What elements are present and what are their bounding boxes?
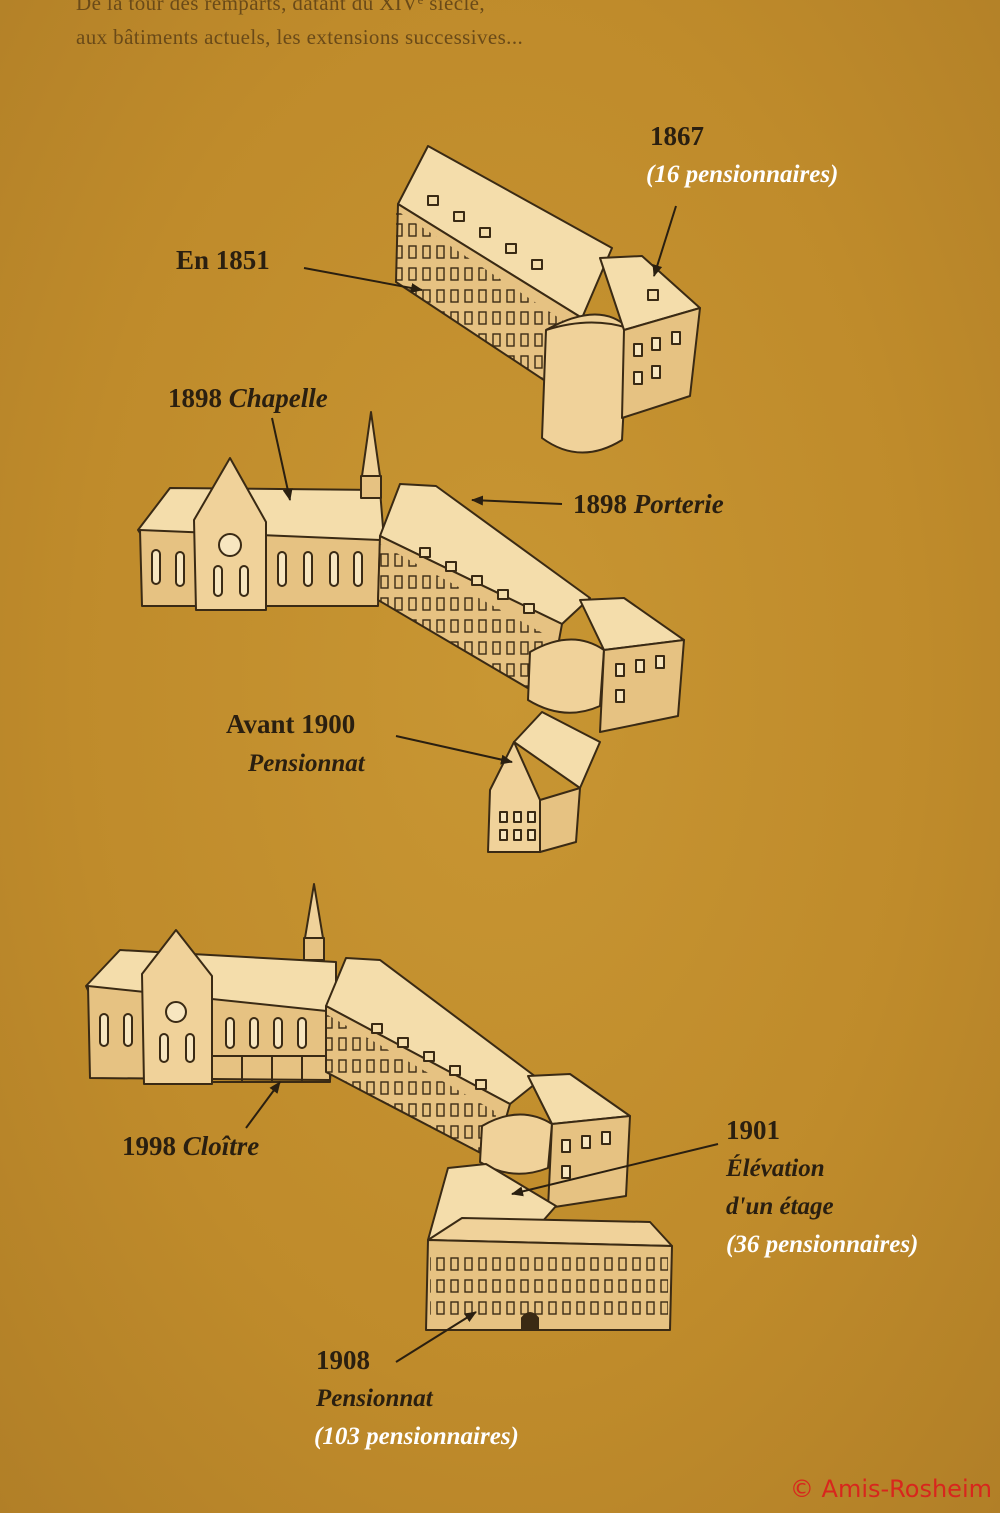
label-1898-chapelle: 1898 Chapelle — [168, 382, 328, 414]
label-1898-porterie: 1898 Porterie — [573, 488, 724, 520]
intro-line-1: De la tour des remparts, datant du XIVᵉ … — [76, 0, 486, 15]
label-1908-year: 1908 — [316, 1345, 370, 1375]
label-1998-cloitre-year: 1998 — [122, 1131, 176, 1161]
label-1901-line-2: d'un étage — [726, 1193, 834, 1220]
arrow-1901 — [511, 1143, 719, 1197]
arrow-chapelle — [271, 417, 293, 501]
arrow-avant1900 — [395, 735, 513, 765]
intro-text: De la tour des remparts, datant du XIVᵉ … — [76, 0, 696, 54]
sketch-1998-buildings — [85, 883, 673, 1331]
label-1901-year: 1901 — [726, 1115, 780, 1145]
label-1901-line-1: Élévation — [726, 1155, 825, 1182]
label-1998-cloitre-name: Cloître — [182, 1131, 260, 1161]
arrow-1867 — [652, 205, 677, 277]
arrow-1851 — [303, 267, 423, 293]
intro-line-2: aux bâtiments actuels, les extensions su… — [76, 25, 524, 49]
label-1901-note: (36 pensionnaires) — [726, 1231, 919, 1258]
label-1867-note: (16 pensionnaires) — [646, 161, 839, 188]
label-1898-porterie-name: Porterie — [633, 489, 724, 519]
label-en-1851: En 1851 — [176, 245, 270, 275]
label-avant-1900: Avant 1900 — [226, 709, 356, 739]
label-1898-chapelle-year: 1898 — [168, 383, 222, 413]
sketch-1851-building — [395, 145, 701, 454]
label-1898-chapelle-name: Chapelle — [228, 383, 328, 413]
arrow-porterie — [471, 495, 563, 506]
copyright-notice: © Amis-Rosheim — [789, 1475, 992, 1503]
arrow-cloitre — [245, 1081, 281, 1129]
label-1908-pensionnat: Pensionnat — [316, 1385, 433, 1412]
label-1998-cloitre: 1998 Cloître — [122, 1130, 259, 1162]
label-1908-note: (103 pensionnaires) — [314, 1423, 519, 1450]
arrow-1908 — [395, 1311, 477, 1363]
sketch-1898-buildings — [137, 411, 685, 853]
label-1867-year: 1867 — [650, 121, 704, 151]
label-avant-1900-pensionnat: Pensionnat — [248, 750, 365, 777]
label-1898-porterie-year: 1898 — [573, 489, 627, 519]
